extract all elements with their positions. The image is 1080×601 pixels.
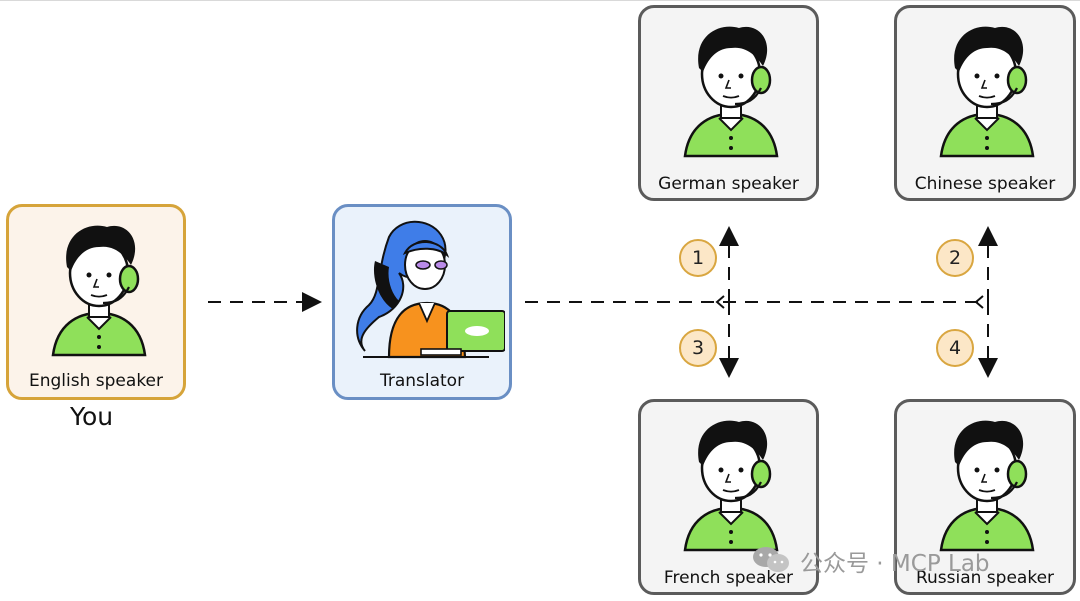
german-speaker-label: German speaker [658, 174, 799, 194]
english-speaker-card: English speaker [6, 204, 186, 400]
person-with-headset-icon [51, 225, 147, 357]
french-speaker-label: French speaker [663, 568, 794, 588]
english-speaker-label: English speaker [29, 371, 163, 391]
person-with-headset-icon [683, 26, 779, 158]
translator-label: Translator [379, 371, 465, 391]
junction-chevron-2 [974, 295, 984, 309]
step-badge-2: 2 [936, 239, 974, 277]
translator-card: Translator [332, 204, 512, 400]
german-speaker-card: German speaker [638, 5, 819, 201]
russian-speaker-label: Russian speaker [915, 568, 1055, 588]
chinese-speaker-card: Chinese speaker [894, 5, 1076, 201]
you-caption: You [70, 402, 114, 431]
person-with-headset-icon [939, 420, 1035, 552]
person-with-headset-icon [939, 26, 1035, 158]
step-badge-1: 1 [679, 239, 717, 277]
wechat-icon [753, 547, 789, 572]
chinese-speaker-label: Chinese speaker [914, 174, 1056, 194]
russian-speaker-card: Russian speaker [894, 399, 1076, 595]
junction-chevron-1 [715, 295, 725, 309]
top-divider [0, 0, 1080, 1]
translator-on-phone-icon [356, 220, 505, 359]
watermark-text: 公众号 · MCP Lab [800, 551, 990, 577]
person-with-headset-icon [683, 420, 779, 552]
step-badge-3: 3 [679, 329, 717, 367]
step-badge-4: 4 [936, 329, 974, 367]
